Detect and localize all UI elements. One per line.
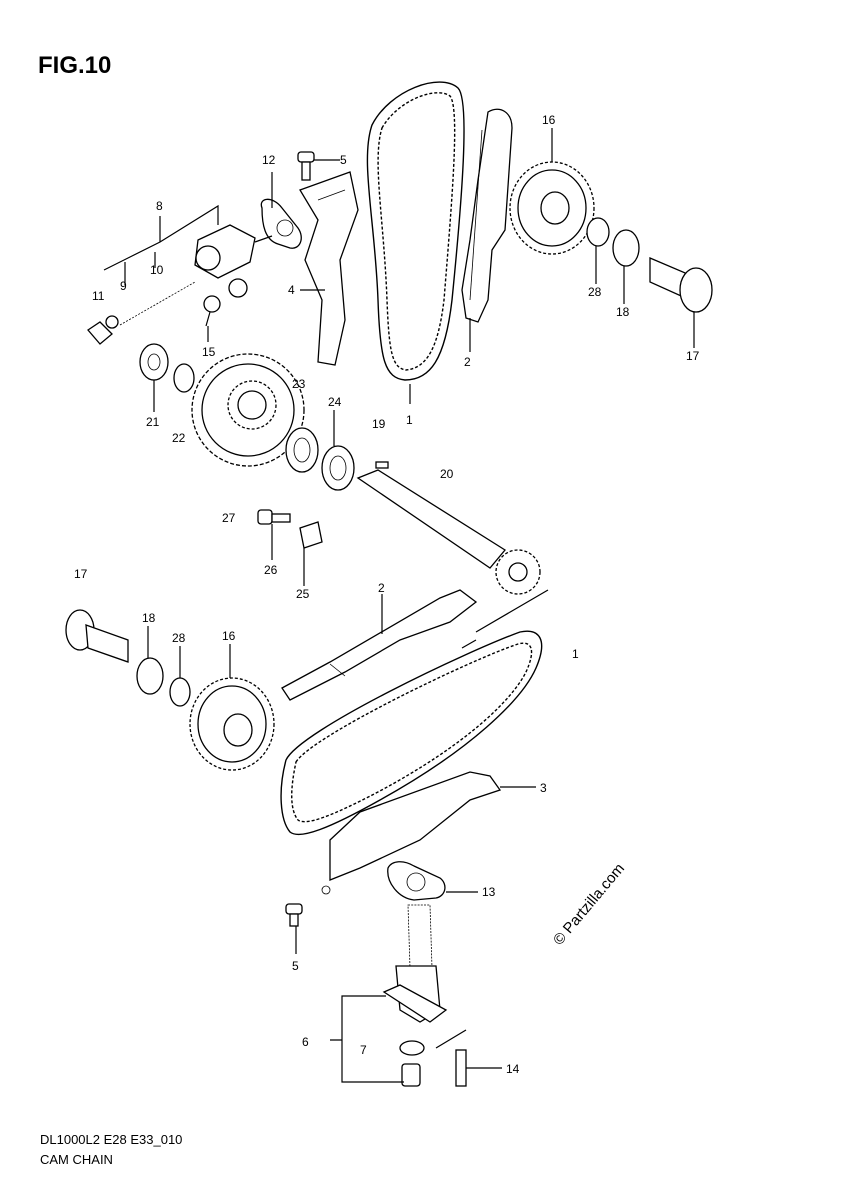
lower-cam-chain bbox=[280, 630, 543, 836]
lower-tensioner-guide bbox=[321, 771, 502, 895]
callout-label: 6 bbox=[302, 1035, 309, 1049]
callout-label: 23 bbox=[292, 377, 306, 391]
callout-label: 26 bbox=[264, 563, 278, 577]
cam-sprocket-left bbox=[65, 609, 275, 771]
callout-label: 16 bbox=[222, 629, 236, 643]
drive-shaft bbox=[356, 461, 541, 595]
bolt-upper bbox=[297, 151, 315, 181]
watermark: © Partzilla.com bbox=[550, 860, 628, 948]
callout-label: 5 bbox=[340, 153, 347, 167]
callout-label: 3 bbox=[540, 781, 547, 795]
part-labels: 12 5 8 10 9 11 4 15 23 21 22 24 19 1 2 2… bbox=[74, 113, 700, 1076]
leader-lines bbox=[103, 128, 695, 1083]
callout-label: 2 bbox=[378, 581, 385, 595]
upper-tensioner-adjuster bbox=[87, 224, 273, 345]
idle-gear bbox=[139, 343, 305, 467]
callout-label: 12 bbox=[262, 153, 276, 167]
tensioner-gasket-upper bbox=[260, 198, 302, 249]
callout-label: 4 bbox=[288, 283, 295, 297]
callout-label: 22 bbox=[172, 431, 186, 445]
cam-sprocket-right bbox=[509, 161, 713, 313]
callout-label: 25 bbox=[296, 587, 310, 601]
bolt-and-plate bbox=[257, 509, 323, 549]
callout-label: 15 bbox=[202, 345, 216, 359]
crankshaft-bearings bbox=[285, 427, 355, 491]
callout-label: 16 bbox=[542, 113, 556, 127]
callout-label: 27 bbox=[222, 511, 236, 525]
diagram-name: CAM CHAIN bbox=[40, 1152, 113, 1167]
callout-label: 13 bbox=[482, 885, 496, 899]
callout-label: 17 bbox=[74, 567, 88, 581]
diagram-code: DL1000L2 E28 E33_010 bbox=[40, 1132, 183, 1147]
callout-label: 18 bbox=[142, 611, 156, 625]
callout-label: 9 bbox=[120, 279, 127, 293]
callout-label: 5 bbox=[292, 959, 299, 973]
callout-label: 18 bbox=[616, 305, 630, 319]
callout-label: 8 bbox=[156, 199, 163, 213]
callout-label: 10 bbox=[150, 263, 164, 277]
callout-label: 1 bbox=[572, 647, 579, 661]
callout-label: 17 bbox=[686, 349, 700, 363]
callout-label: 20 bbox=[440, 467, 454, 481]
upper-chain-guide bbox=[461, 108, 513, 323]
callout-label: 2 bbox=[464, 355, 471, 369]
callout-label: 7 bbox=[360, 1043, 367, 1057]
figure-title: FIG.10 bbox=[38, 52, 112, 79]
tensioner-gasket-lower bbox=[387, 861, 446, 901]
lower-chain-guide bbox=[281, 589, 478, 701]
callout-label: 1 bbox=[406, 413, 413, 427]
upper-cam-chain bbox=[366, 81, 465, 381]
callout-label: 19 bbox=[372, 417, 386, 431]
callout-label: 14 bbox=[506, 1062, 520, 1076]
callout-label: 24 bbox=[328, 395, 342, 409]
callout-label: 11 bbox=[92, 289, 105, 303]
callout-label: 28 bbox=[172, 631, 186, 645]
callout-label: 28 bbox=[588, 285, 602, 299]
callout-label: 21 bbox=[146, 415, 160, 429]
lower-tensioner-adjuster bbox=[285, 903, 467, 1087]
upper-tensioner-guide bbox=[299, 171, 359, 366]
